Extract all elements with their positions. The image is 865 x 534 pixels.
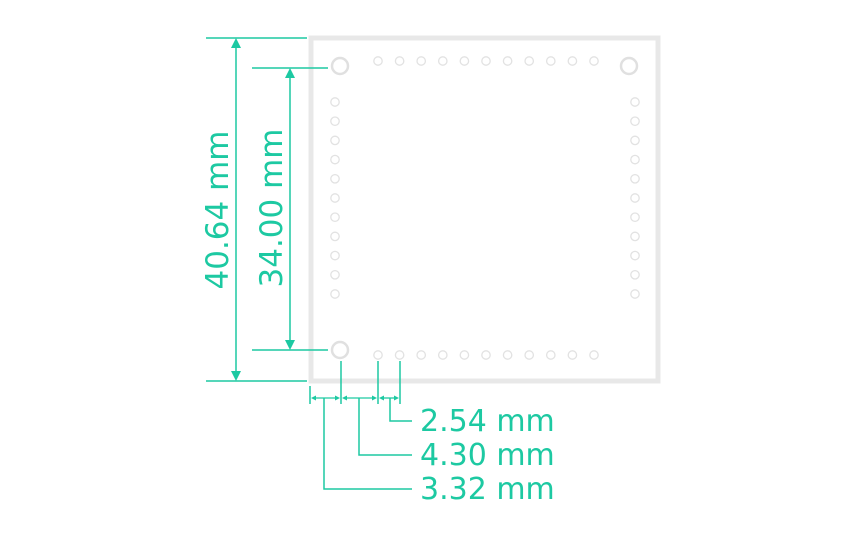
pad-right	[630, 231, 640, 242]
label-board-height: 40.64 mm	[200, 131, 236, 290]
pad-top	[567, 56, 578, 66]
pad-right	[630, 116, 640, 127]
pad-bottom	[416, 350, 427, 360]
pad-top	[481, 56, 491, 66]
leader-pin-pitch	[389, 398, 412, 422]
leader-hole-edge-offset	[323, 398, 412, 490]
pad-right	[630, 97, 640, 107]
pad-top	[394, 56, 405, 66]
pad-bottom	[545, 350, 556, 360]
label-pin-pitch: 2.54 mm	[420, 404, 555, 439]
pad-left	[330, 269, 340, 280]
pad-left	[330, 116, 340, 127]
bottom-extension-lines	[309, 361, 401, 404]
pad-top	[524, 56, 535, 66]
pad-left	[330, 250, 340, 261]
pad-right	[630, 212, 640, 223]
pad-right	[630, 269, 640, 280]
label-first-pin-offset: 4.30 mm	[420, 438, 555, 473]
pad-top	[437, 56, 448, 66]
pad-bottom	[589, 350, 599, 360]
label-hole-spacing: 34.00 mm	[254, 129, 290, 288]
pad-right	[630, 250, 640, 261]
pad-left	[330, 173, 340, 184]
pad-left	[330, 212, 340, 223]
dimension-board-height	[206, 37, 307, 382]
pad-left	[330, 154, 340, 165]
pad-left	[330, 289, 340, 299]
pad-top	[589, 56, 599, 66]
pad-top	[502, 56, 513, 66]
pad-top	[459, 56, 470, 66]
pad-right	[630, 135, 640, 146]
pad-bottom	[437, 350, 448, 360]
dimension-hole-spacing	[252, 67, 328, 351]
label-hole-edge-offset: 3.32 mm	[420, 472, 555, 507]
pad-right	[630, 289, 640, 299]
board-outline	[308, 35, 661, 384]
pad-bottom	[373, 350, 383, 360]
leader-first-pin-offset	[358, 398, 412, 456]
pad-top	[545, 56, 556, 66]
mounting-holes	[330, 56, 639, 360]
pad-bottom	[524, 350, 535, 360]
pad-array	[330, 56, 640, 360]
pad-bottom	[481, 350, 491, 360]
pad-right	[630, 173, 640, 184]
mounting-hole-top-right	[619, 56, 639, 76]
pad-top	[373, 56, 383, 66]
pad-left	[330, 97, 340, 107]
mounting-hole-bottom-left	[330, 340, 350, 360]
pad-bottom	[394, 350, 405, 360]
pad-left	[330, 193, 340, 203]
pad-left	[330, 231, 340, 242]
pad-right	[630, 154, 640, 165]
pad-left	[330, 135, 340, 146]
pad-bottom	[502, 350, 513, 360]
leader-lines	[323, 398, 412, 490]
pad-bottom	[459, 350, 470, 360]
pad-top	[416, 56, 427, 66]
pad-bottom	[567, 350, 578, 360]
pad-right	[630, 193, 640, 203]
mounting-hole-top-left	[330, 56, 350, 76]
